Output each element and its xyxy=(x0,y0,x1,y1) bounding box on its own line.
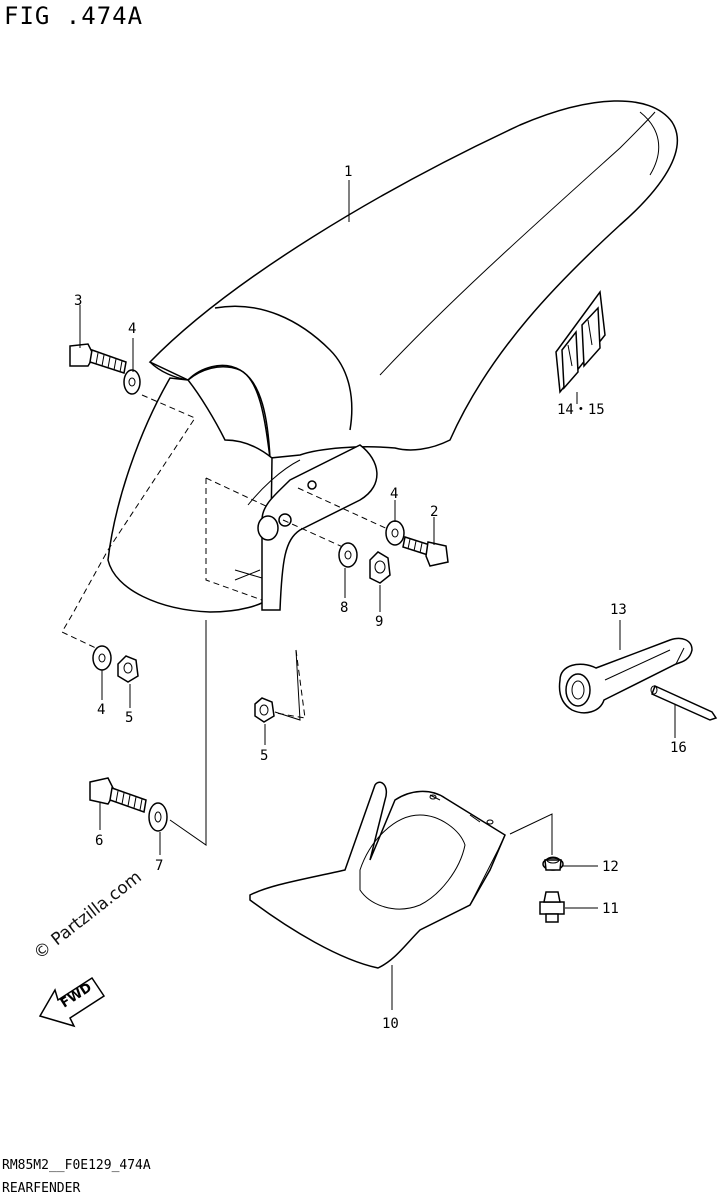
callout-4-right: 4 xyxy=(390,486,398,502)
bolt-part-2[interactable] xyxy=(402,536,449,567)
decal-part-14-15[interactable] xyxy=(555,290,606,394)
callout-9: 9 xyxy=(375,614,383,630)
callout-10: 10 xyxy=(382,1016,399,1032)
washer-part-4-right[interactable] xyxy=(385,520,405,546)
callout-3: 3 xyxy=(74,293,82,309)
washer-part-4-upper[interactable] xyxy=(123,369,141,395)
callout-4-lower: 4 xyxy=(97,702,105,718)
callout-11: 11 xyxy=(602,901,619,917)
callout-6: 6 xyxy=(95,833,103,849)
callout-4-upper: 4 xyxy=(128,321,136,337)
callout-13: 13 xyxy=(610,602,627,618)
callout-5-upper: 5 xyxy=(125,710,133,726)
callout-5-lower: 5 xyxy=(260,748,268,764)
fwd-arrow-icon: FWD xyxy=(38,976,106,1028)
callout-2: 2 xyxy=(430,504,438,520)
figure-code: RM85M2__F0E129_474A xyxy=(2,1158,151,1173)
figure-title: FIG .474A xyxy=(4,2,144,30)
pin-part-16[interactable] xyxy=(650,684,718,721)
bolt-part-6[interactable] xyxy=(89,777,147,814)
washer-part-4-lower[interactable] xyxy=(92,645,112,671)
callout-7: 7 xyxy=(155,858,163,874)
washer-part-8[interactable] xyxy=(338,542,358,568)
mud-flap-part-10[interactable] xyxy=(249,781,506,969)
callout-16: 16 xyxy=(670,740,687,756)
bolt-part-3[interactable] xyxy=(69,343,127,374)
nut-part-9[interactable] xyxy=(369,551,391,584)
bolt-part-11[interactable] xyxy=(539,891,565,923)
figure-name: REARFENDER xyxy=(2,1181,81,1196)
strap-part-13[interactable] xyxy=(558,637,693,714)
callout-14-15: 14・15 xyxy=(557,402,605,418)
washer-part-7[interactable] xyxy=(148,802,168,832)
callout-8: 8 xyxy=(340,600,348,616)
callout-1: 1 xyxy=(344,164,352,180)
nut-part-5-lower[interactable] xyxy=(254,697,275,723)
nut-part-5-upper[interactable] xyxy=(117,655,139,683)
rear-fender-part-1[interactable] xyxy=(107,100,678,613)
collar-part-12[interactable] xyxy=(542,856,564,871)
callout-12: 12 xyxy=(602,859,619,875)
